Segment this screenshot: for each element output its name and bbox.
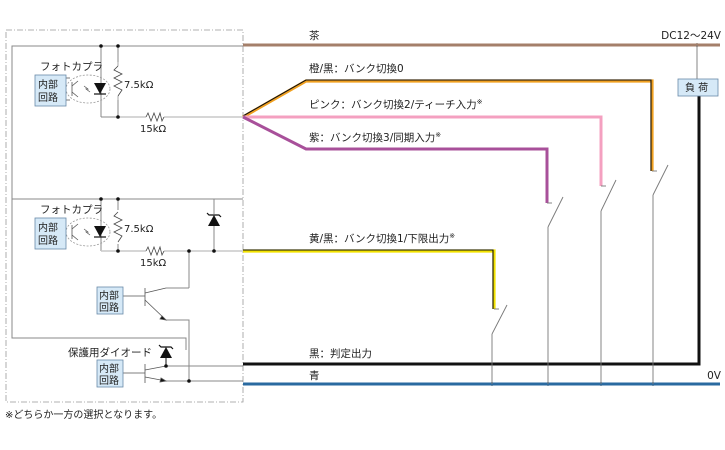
wire-pink <box>243 115 603 186</box>
wire-yellow-black <box>243 249 496 309</box>
internal-circuit-boundary <box>5 29 244 403</box>
photocoupler-label-1: フォトカプラ <box>40 61 103 73</box>
output-transistor-1 <box>123 287 168 321</box>
svg-text:回路: 回路 <box>99 301 119 314</box>
internal-circuit-box-3: 内部 回路 <box>96 286 124 315</box>
internal-circuit-box-1: 内部 回路 <box>34 74 67 107</box>
label-pink: ピンク：バンク切換2/ティーチ入力※ <box>309 98 483 111</box>
label-black: 黒：判定出力 <box>309 347 372 360</box>
zener-diode <box>206 212 222 226</box>
wire-orange-black <box>242 79 654 171</box>
label-brown: 茶 <box>309 29 320 42</box>
svg-text:回路: 回路 <box>99 374 119 387</box>
svg-text:回路: 回路 <box>38 91 58 104</box>
resistor-label-7-5k-upper: 7.5kΩ <box>124 80 154 91</box>
internal-circuit-box-4: 内部 回路 <box>96 359 124 388</box>
resistor-15k-lower <box>145 245 165 257</box>
protection-diode-icon <box>158 344 174 366</box>
label-purple: 紫：バンク切換3/同期入力※ <box>309 131 441 144</box>
load-box: 負 荷 <box>677 78 719 97</box>
led-icon <box>94 226 106 237</box>
resistor-label-15k-upper: 15kΩ <box>140 124 167 135</box>
photocoupler-2 <box>65 217 111 247</box>
wire-black <box>243 96 701 366</box>
label-blue: 青 <box>309 369 320 382</box>
switches <box>491 45 698 384</box>
label-supply-positive: DC12～24V <box>661 30 722 42</box>
svg-text:内部: 内部 <box>99 289 119 302</box>
svg-text:回路: 回路 <box>38 234 58 247</box>
signal-traces <box>101 62 243 252</box>
svg-text:内部: 内部 <box>38 221 58 234</box>
wire-purple <box>242 115 549 203</box>
led-icon <box>94 83 106 94</box>
resistor-15k-upper <box>145 111 165 123</box>
resistor-label-15k-lower: 15kΩ <box>140 258 167 269</box>
photocoupler-label-2: フォトカプラ <box>40 204 103 216</box>
footnote: ※どちらか一方の選択となります。 <box>5 408 162 421</box>
resistor-label-7-5k-lower: 7.5kΩ <box>124 224 154 235</box>
label-supply-zero: 0V <box>707 370 722 382</box>
label-yellow-black: 黄/黒：バンク切換1/下限出力※ <box>309 232 455 245</box>
svg-text:負 荷: 負 荷 <box>685 82 708 94</box>
svg-text:内部: 内部 <box>99 362 119 375</box>
internal-circuit-box-2: 内部 回路 <box>34 217 67 250</box>
photocoupler-1 <box>65 74 111 104</box>
resistor-7-5k-lower <box>113 211 123 243</box>
label-orange-black: 橙/黒：バンク切換0 <box>309 62 404 75</box>
output-transistor-2 <box>123 364 168 383</box>
protection-diode-label: 保護用ダイオード <box>68 346 152 359</box>
svg-text:内部: 内部 <box>38 78 58 91</box>
resistor-7-5k-upper <box>113 65 123 97</box>
